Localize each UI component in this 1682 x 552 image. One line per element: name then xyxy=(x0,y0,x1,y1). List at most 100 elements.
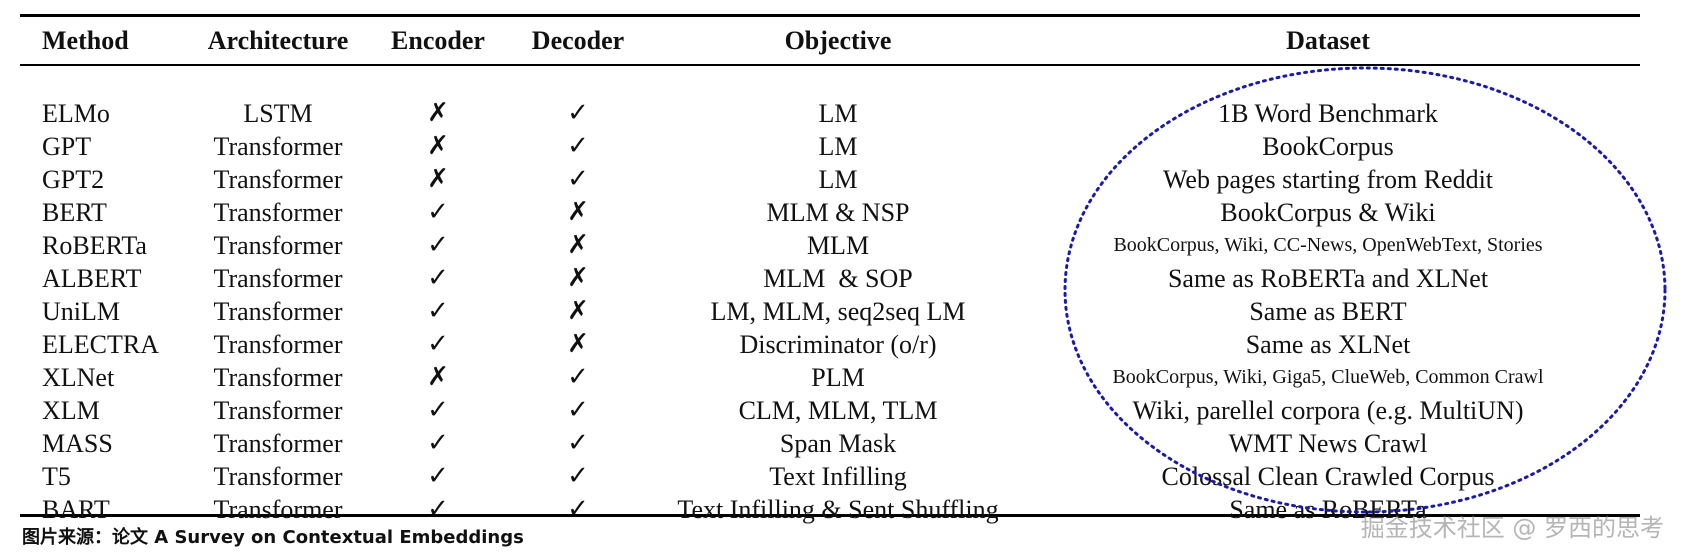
cell-objective: LM xyxy=(818,165,858,194)
cell-dataset: Same as XLNet xyxy=(1245,330,1411,359)
cell-decoder: ✗ xyxy=(567,329,589,359)
cell-encoder: ✓ xyxy=(427,296,449,326)
cell-encoder: ✗ xyxy=(427,164,449,194)
cell-objective: LM, MLM, seq2seq LM xyxy=(710,297,966,326)
cell-dataset: BookCorpus, Wiki, CC-News, OpenWebText, … xyxy=(1113,234,1543,256)
header-row: Method Architecture Encoder Decoder Obje… xyxy=(28,18,1628,64)
cell-architecture: Transformer xyxy=(213,297,343,326)
cell-objective: LM xyxy=(818,132,858,161)
cell-method: BERT xyxy=(42,198,107,227)
cell-encoder: ✓ xyxy=(427,230,449,260)
table-row: GPT2 Transformer ✗ ✓ LM Web pages starti… xyxy=(28,163,1628,196)
cell-encoder: ✗ xyxy=(427,362,449,392)
cell-decoder: ✗ xyxy=(567,263,589,293)
cell-architecture: Transformer xyxy=(213,330,343,359)
cell-architecture: LSTM xyxy=(243,99,313,128)
cell-decoder: ✗ xyxy=(567,296,589,326)
cell-decoder: ✓ xyxy=(567,494,589,524)
table-row: T5 Transformer ✓ ✓ Text Infilling Coloss… xyxy=(28,460,1628,493)
header-dataset: Dataset xyxy=(1286,26,1370,55)
figure-caption: 图片来源：论文 A Survey on Contextual Embedding… xyxy=(22,527,524,548)
cell-dataset: Wiki, parellel corpora (e.g. MultiUN) xyxy=(1132,396,1524,425)
cell-decoder: ✓ xyxy=(567,131,589,161)
cell-dataset: BookCorpus, Wiki, Giga5, ClueWeb, Common… xyxy=(1112,366,1544,388)
cell-objective: MLM xyxy=(806,231,870,260)
cell-method: ALBERT xyxy=(42,264,142,293)
cell-architecture: Transformer xyxy=(213,462,343,491)
cell-dataset: Colossal Clean Crawled Corpus xyxy=(1161,462,1495,491)
cell-decoder: ✓ xyxy=(567,395,589,425)
table-row: XLNet Transformer ✗ ✓ PLM BookCorpus, Wi… xyxy=(28,361,1628,394)
cell-architecture: Transformer xyxy=(213,264,343,293)
table-row: ELECTRA Transformer ✓ ✗ Discriminator (o… xyxy=(28,328,1628,361)
cell-decoder: ✓ xyxy=(567,98,589,128)
cell-method: BART xyxy=(42,495,110,524)
cell-encoder: ✓ xyxy=(427,428,449,458)
cell-objective: Text Infilling xyxy=(769,462,907,491)
header-objective: Objective xyxy=(784,26,892,55)
watermark: 掘金技术社区 @ 罗西的思考 xyxy=(1360,514,1664,542)
cell-method: XLM xyxy=(42,396,100,425)
cell-encoder: ✓ xyxy=(427,395,449,425)
cell-architecture: Transformer xyxy=(213,165,343,194)
table-row: GPT Transformer ✗ ✓ LM BookCorpus xyxy=(28,130,1628,163)
cell-objective: MLM & SOP xyxy=(763,264,913,293)
cell-objective: CLM, MLM, TLM xyxy=(738,396,938,425)
cell-objective: LM xyxy=(818,99,858,128)
cell-decoder: ✓ xyxy=(567,164,589,194)
cell-architecture: Transformer xyxy=(213,231,343,260)
table-bottom-rule xyxy=(20,514,1640,517)
table-top-rule xyxy=(20,14,1640,17)
table-row: XLM Transformer ✓ ✓ CLM, MLM, TLM Wiki, … xyxy=(28,394,1628,427)
cell-encoder: ✓ xyxy=(427,197,449,227)
cell-architecture: Transformer xyxy=(213,363,343,392)
cell-architecture: Transformer xyxy=(213,198,343,227)
cell-method: XLNet xyxy=(42,363,115,392)
cell-encoder: ✓ xyxy=(427,329,449,359)
cell-dataset: Same as RoBERTa and XLNet xyxy=(1167,264,1489,293)
cell-method: RoBERTa xyxy=(42,231,147,260)
table-row: UniLM Transformer ✓ ✗ LM, MLM, seq2seq L… xyxy=(28,295,1628,328)
cell-dataset: WMT News Crawl xyxy=(1228,429,1428,458)
comparison-table: Method Architecture Encoder Decoder Obje… xyxy=(28,18,1628,526)
cell-method: ELECTRA xyxy=(42,330,159,359)
cell-objective: Span Mask xyxy=(779,429,897,458)
cell-objective: Discriminator (o/r) xyxy=(739,330,937,359)
cell-dataset: BookCorpus xyxy=(1262,132,1394,161)
cell-architecture: Transformer xyxy=(213,396,343,425)
cell-architecture: Transformer xyxy=(213,495,343,524)
cell-encoder: ✗ xyxy=(427,98,449,128)
table-header-rule xyxy=(20,64,1640,66)
cell-objective: MLM & NSP xyxy=(766,198,910,227)
cell-decoder: ✗ xyxy=(567,197,589,227)
cell-architecture: Transformer xyxy=(213,132,343,161)
cell-objective: Text Infilling & Sent Shuffling xyxy=(677,495,999,524)
cell-dataset: 1B Word Benchmark xyxy=(1218,99,1438,128)
header-encoder: Encoder xyxy=(391,26,485,55)
cell-encoder: ✓ xyxy=(427,494,449,524)
header-method: Method xyxy=(42,26,129,55)
cell-decoder: ✗ xyxy=(567,230,589,260)
cell-decoder: ✓ xyxy=(567,428,589,458)
cell-decoder: ✓ xyxy=(567,362,589,392)
cell-method: GPT xyxy=(42,132,92,161)
spacer xyxy=(28,64,1628,97)
cell-method: UniLM xyxy=(42,297,120,326)
cell-objective: PLM xyxy=(811,363,865,392)
table-row: RoBERTa Transformer ✓ ✗ MLM BookCorpus, … xyxy=(28,229,1628,262)
table-row: MASS Transformer ✓ ✓ Span Mask WMT News … xyxy=(28,427,1628,460)
cell-decoder: ✓ xyxy=(567,461,589,491)
cell-method: T5 xyxy=(42,462,71,491)
cell-encoder: ✓ xyxy=(427,461,449,491)
header-decoder: Decoder xyxy=(531,26,625,55)
cell-dataset: BookCorpus & Wiki xyxy=(1220,198,1436,227)
header-architecture: Architecture xyxy=(207,26,349,55)
cell-architecture: Transformer xyxy=(213,429,343,458)
table-row: BERT Transformer ✓ ✗ MLM & NSP BookCorpu… xyxy=(28,196,1628,229)
cell-method: GPT2 xyxy=(42,165,105,194)
cell-encoder: ✓ xyxy=(427,263,449,293)
cell-encoder: ✗ xyxy=(427,131,449,161)
cell-dataset: Same as BERT xyxy=(1249,297,1407,326)
cell-method: MASS xyxy=(42,429,113,458)
cell-method: ELMo xyxy=(42,99,110,128)
